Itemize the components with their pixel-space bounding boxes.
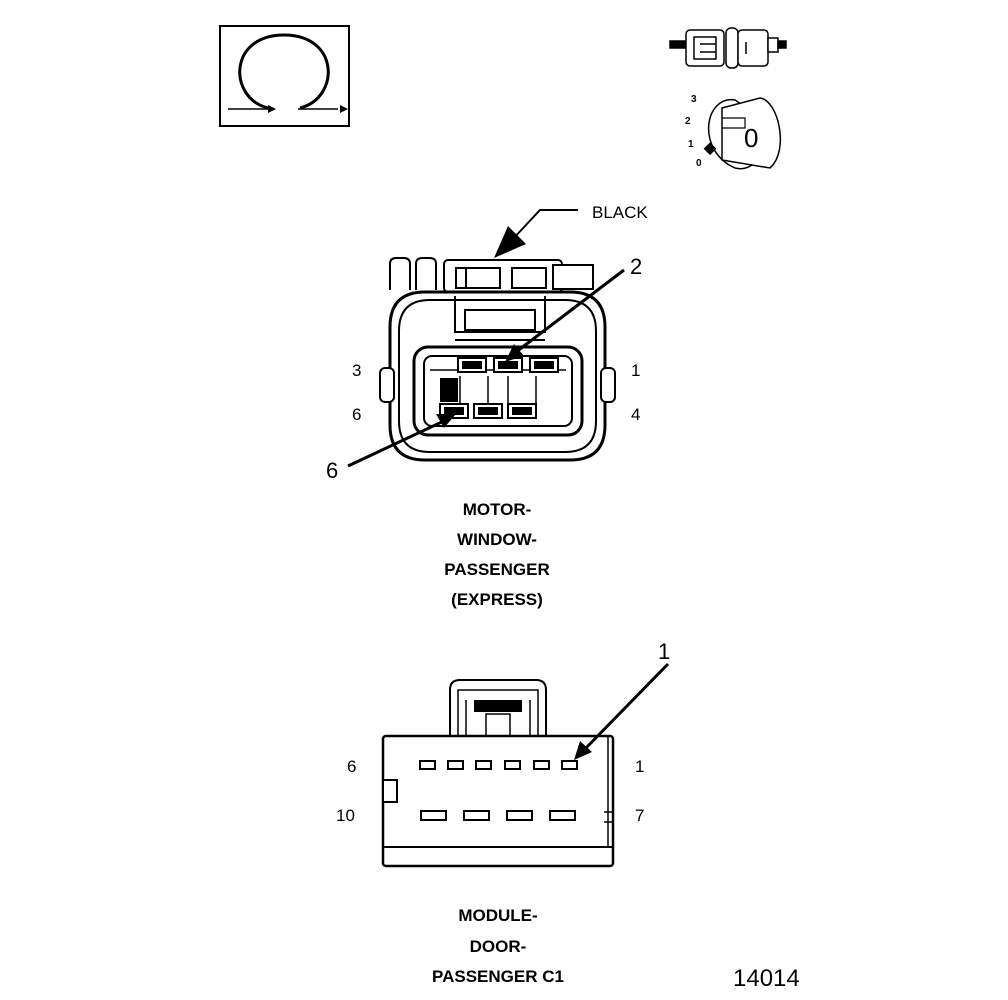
pin-label-6: 6: [347, 757, 356, 776]
position-2: 2: [685, 116, 691, 127]
position-1: 1: [688, 139, 694, 150]
svg-text:PASSENGER: PASSENGER: [444, 560, 550, 579]
svg-text:1: 1: [658, 639, 670, 664]
terminal-pin-9: [463, 810, 490, 821]
terminal-row-top: [419, 760, 578, 770]
pin-label-7: 7: [635, 806, 644, 825]
connector-title: MOTOR- WINDOW- PASSENGER (EXPRESS): [444, 500, 550, 609]
omega-ohm-symbol-icon: [219, 25, 350, 127]
pin-label-10: 10: [336, 806, 355, 825]
ignition-key-label: 0: [744, 123, 758, 153]
svg-text:WINDOW-: WINDOW-: [457, 530, 537, 549]
svg-text:MOTOR-: MOTOR-: [463, 500, 532, 519]
pin-label-1: 1: [631, 361, 640, 380]
callout-pin-1: 1: [574, 639, 670, 760]
terminal-pin-2: [533, 760, 550, 770]
motor-window-connector: BLACK: [326, 203, 648, 609]
inline-connector-icon: [669, 27, 787, 69]
color-label: BLACK: [592, 203, 648, 222]
position-3: 3: [691, 94, 697, 105]
svg-text:DOOR-: DOOR-: [470, 937, 527, 956]
svg-text:6: 6: [326, 458, 338, 483]
terminal-pin-6: [419, 760, 436, 770]
callout-pin-6: 6: [326, 414, 456, 483]
terminal-row-bottom: [439, 403, 537, 419]
pin-label-6: 6: [352, 405, 361, 424]
callout-pin-2: 2: [505, 254, 642, 362]
terminal-pin-7: [549, 810, 576, 821]
terminal-pin-3: [504, 760, 521, 770]
ignition-key-icon: 0 3 2 1 0: [685, 94, 782, 170]
pin-label-4: 4: [631, 405, 640, 424]
terminal-pin-10: [420, 810, 447, 821]
svg-text:PASSENGER C1: PASSENGER C1: [432, 967, 564, 986]
terminal-pin-4: [475, 760, 492, 770]
connector-title: MODULE- DOOR- PASSENGER C1: [432, 906, 564, 986]
svg-text:(EXPRESS): (EXPRESS): [451, 590, 543, 609]
position-0: 0: [696, 158, 702, 169]
svg-text:2: 2: [630, 254, 642, 279]
door-module-connector: 1 6 1 10 7 MODULE- DOOR- PASSENGER C1: [336, 639, 670, 986]
terminal-row-top: [457, 357, 559, 373]
terminal-pin-1: [561, 760, 578, 770]
terminal-pin-5: [447, 760, 464, 770]
pin-label-1: 1: [635, 757, 644, 776]
pin-label-3: 3: [352, 361, 361, 380]
figure-number: 14014: [733, 965, 800, 992]
svg-text:MODULE-: MODULE-: [458, 906, 537, 925]
black-color-callout: BLACK: [494, 203, 648, 258]
terminal-pin-8: [506, 810, 533, 821]
terminal-row-bottom: [420, 810, 576, 821]
